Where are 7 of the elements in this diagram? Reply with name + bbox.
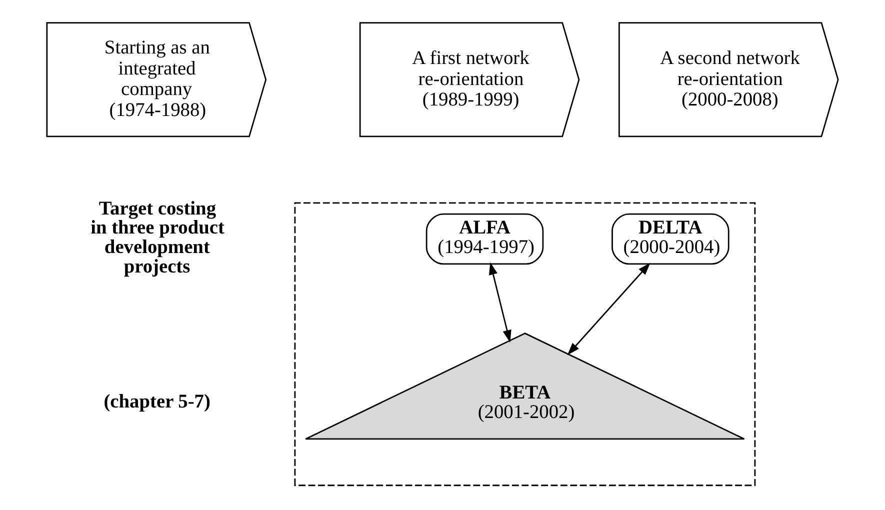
node-box: DELTA (2000-2004): [612, 212, 730, 264]
arrow: [567, 262, 650, 355]
cluster: [294, 202, 756, 486]
node-box: ALFA (1994-1997): [426, 212, 544, 264]
label: Target costing in three product development projects: [90, 198, 224, 278]
label: (chapter 5-7): [104, 390, 210, 412]
arrow: [488, 262, 512, 342]
